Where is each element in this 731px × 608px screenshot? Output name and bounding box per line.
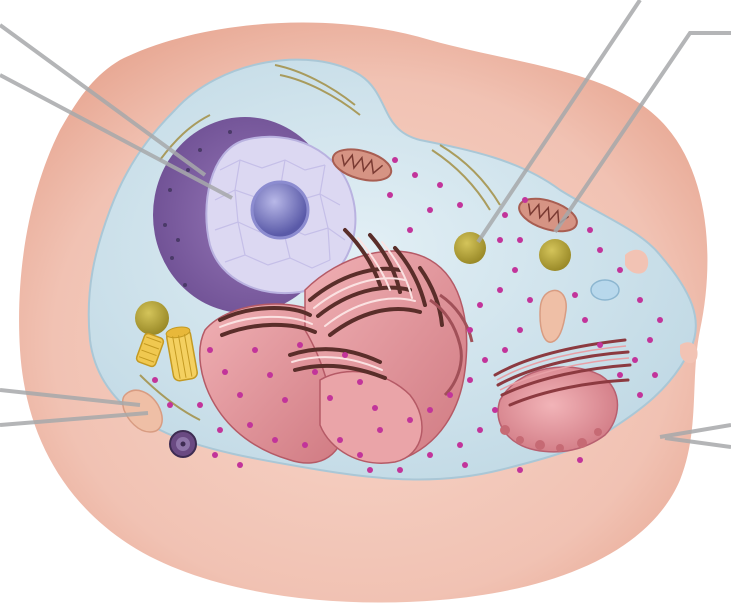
- ribosome: [577, 457, 583, 463]
- ribosome: [237, 392, 243, 398]
- ribosome: [237, 462, 243, 468]
- ribosome: [447, 392, 453, 398]
- ribosome: [427, 407, 433, 413]
- ribosome: [412, 172, 418, 178]
- ribosome: [247, 422, 253, 428]
- ribosome: [282, 397, 288, 403]
- ribosome: [357, 452, 363, 458]
- ribosome: [392, 157, 398, 163]
- ribosome: [462, 462, 468, 468]
- ribosome: [522, 197, 528, 203]
- ribosome: [457, 442, 463, 448]
- ribosome: [167, 402, 173, 408]
- ribosome: [502, 347, 508, 353]
- ribosome: [207, 347, 213, 353]
- ribosome: [367, 467, 373, 473]
- ribosome: [467, 377, 473, 383]
- vesicle-cross-section: [170, 431, 196, 457]
- ribosome: [502, 212, 508, 218]
- ribosome: [397, 467, 403, 473]
- ribosome: [497, 287, 503, 293]
- ribosome: [272, 437, 278, 443]
- ribosome: [312, 369, 318, 375]
- ribosome: [212, 452, 218, 458]
- ribosome: [652, 372, 658, 378]
- ribosome: [437, 182, 443, 188]
- lysosome: [539, 239, 571, 271]
- ribosome: [407, 227, 413, 233]
- ribosome: [342, 352, 348, 358]
- ribosome: [512, 267, 518, 273]
- ribosome: [482, 357, 488, 363]
- ribosome: [302, 442, 308, 448]
- ribosome: [527, 297, 533, 303]
- ribosome: [467, 327, 473, 333]
- ribosome: [377, 427, 383, 433]
- ribosome: [632, 357, 638, 363]
- ribosome: [372, 405, 378, 411]
- ribosome: [617, 372, 623, 378]
- vacuole: [591, 280, 619, 300]
- ribosome: [572, 292, 578, 298]
- lysosome: [135, 301, 169, 335]
- ribosome: [407, 417, 413, 423]
- ribosome: [637, 297, 643, 303]
- ribosome: [427, 207, 433, 213]
- ribosome: [152, 377, 158, 383]
- ribosome: [492, 407, 498, 413]
- ribosome: [267, 372, 273, 378]
- ribosome: [457, 202, 463, 208]
- ribosome: [637, 392, 643, 398]
- ribosome: [297, 342, 303, 348]
- ribosome: [517, 237, 523, 243]
- ribosome: [517, 327, 523, 333]
- ribosome: [327, 395, 333, 401]
- ribosome: [647, 337, 653, 343]
- ribosome: [477, 302, 483, 308]
- ribosome: [337, 437, 343, 443]
- ribosome: [387, 192, 393, 198]
- ribosome: [477, 427, 483, 433]
- ribosome: [197, 402, 203, 408]
- ribosome: [617, 267, 623, 273]
- ribosome: [582, 317, 588, 323]
- ribosome: [657, 317, 663, 323]
- ribosome: [597, 342, 603, 348]
- ribosome: [357, 379, 363, 385]
- ribosome: [587, 227, 593, 233]
- ribosome: [597, 247, 603, 253]
- ribosome: [217, 427, 223, 433]
- ribosome: [252, 347, 258, 353]
- ribosome: [517, 467, 523, 473]
- ribosome: [222, 369, 228, 375]
- ribosome: [427, 452, 433, 458]
- ribosome: [497, 237, 503, 243]
- nucleolus: [252, 182, 308, 238]
